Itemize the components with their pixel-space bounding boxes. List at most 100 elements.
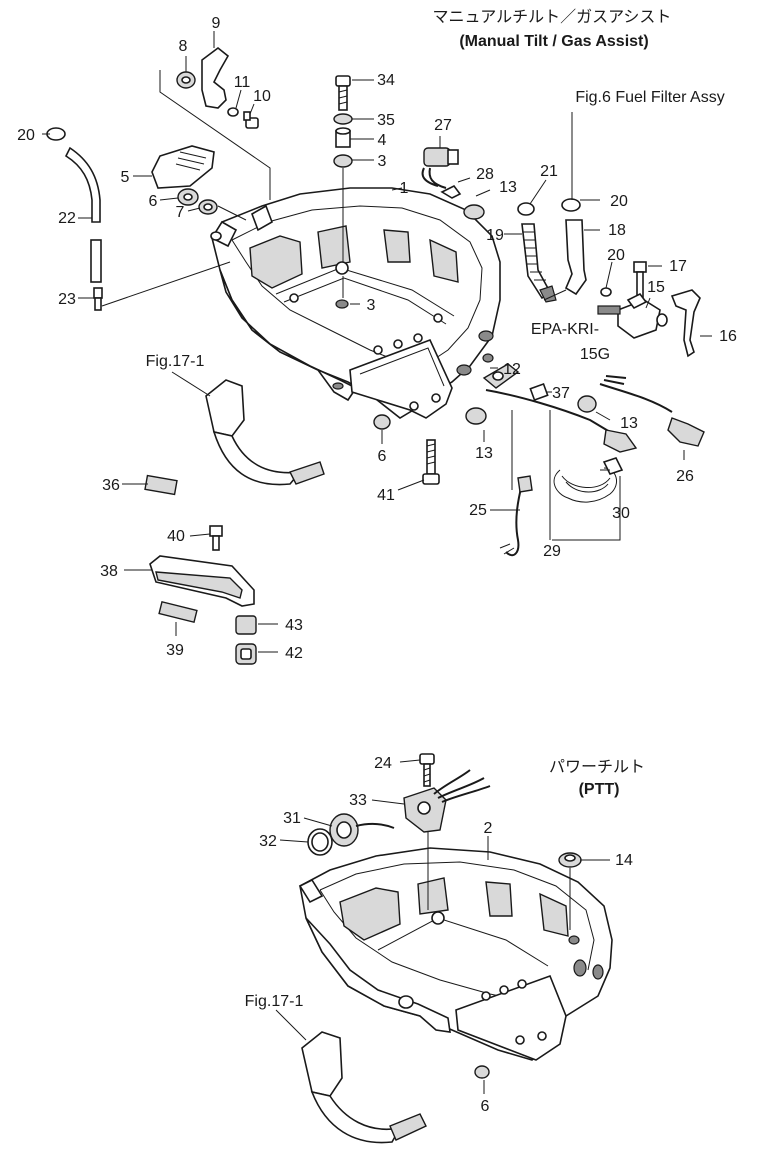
lower-cowl-ptt [298, 847, 613, 1061]
callout-22: 22 [58, 210, 76, 227]
callout-43: 43 [285, 617, 303, 634]
callout-8: 8 [179, 38, 188, 55]
callout-18: 18 [608, 222, 626, 239]
collar-14 [558, 852, 582, 868]
plug-13-right [577, 395, 597, 413]
ptt-title-en: (PTT) [579, 781, 620, 798]
label-37 [529, 382, 549, 402]
epa-label-line2: 15G [580, 346, 610, 363]
washer-11 [227, 107, 239, 117]
callout-15: 15 [647, 279, 665, 296]
callout-6-top: 6 [149, 193, 158, 210]
leader-lines [42, 31, 712, 1094]
manual-tilt-title-en: (Manual Tilt / Gas Assist) [459, 33, 648, 50]
clip-20-right [600, 287, 612, 297]
callout-20-mid: 20 [610, 193, 628, 210]
bolt-10 [243, 111, 259, 129]
clip-20-mid [561, 198, 581, 212]
clip-21 [517, 202, 535, 216]
callout-4: 4 [378, 132, 387, 149]
callout-3-lower: 3 [367, 297, 376, 314]
plug-13-lower [465, 407, 487, 425]
washer-35 [333, 113, 353, 125]
bolt-3-lower [335, 299, 349, 309]
plate-39 [158, 600, 198, 624]
callout-40: 40 [167, 528, 185, 545]
sensor-27 [421, 147, 459, 189]
fitting-23 [93, 287, 103, 311]
callout-29: 29 [543, 543, 561, 560]
grommet-12 [482, 363, 520, 389]
hose-22 [64, 146, 102, 283]
seal-8 [176, 71, 196, 89]
lever-5 [151, 145, 215, 189]
callout-41: 41 [377, 487, 395, 504]
callout-13-top: 13 [499, 179, 517, 196]
callout-35: 35 [377, 112, 395, 129]
callout-3-upper: 3 [378, 153, 387, 170]
harness-26 [599, 375, 705, 447]
callout-17: 17 [669, 258, 687, 275]
callout-38: 38 [100, 563, 118, 580]
callout-19: 19 [486, 227, 504, 244]
button-43 [235, 615, 257, 635]
lanyard-30 [553, 457, 624, 503]
callout-11: 11 [234, 74, 251, 91]
washer-6-bottom [474, 1065, 490, 1079]
callout-2: 2 [484, 820, 493, 837]
callout-39: 39 [166, 642, 184, 659]
oring-32 [307, 828, 333, 856]
callout-10: 10 [253, 88, 271, 105]
callout-21: 21 [540, 163, 558, 180]
bracket-16 [670, 289, 701, 358]
callout-1: 1 [400, 180, 409, 197]
callout-7: 7 [176, 204, 185, 221]
callouts: 1 2 3 3 4 5 6 6 6 7 8 9 10 11 12 13 13 1… [17, 15, 737, 1115]
callout-26: 26 [676, 468, 694, 485]
bolt-41 [422, 439, 440, 485]
bushing-6 [177, 188, 199, 206]
callout-31: 31 [283, 810, 301, 827]
tiller-bracket-top [205, 379, 325, 486]
callout-5: 5 [121, 169, 130, 186]
callout-6-bottom: 6 [481, 1098, 490, 1115]
callout-13-lower: 13 [475, 445, 493, 462]
callout-25: 25 [469, 502, 487, 519]
callout-36: 36 [102, 477, 120, 494]
callout-37: 37 [552, 385, 570, 402]
callout-27: 27 [434, 117, 452, 134]
callout-23: 23 [58, 291, 76, 308]
bolt-40 [209, 525, 223, 551]
callout-14: 14 [615, 852, 633, 869]
callout-33: 33 [349, 792, 367, 809]
fig-17-1-top: Fig.17-1 [146, 353, 205, 370]
callout-16: 16 [719, 328, 737, 345]
callout-13-right: 13 [620, 415, 638, 432]
callout-34: 34 [377, 72, 395, 89]
bolt-34 [335, 75, 351, 111]
tiller-bracket-bottom [301, 1031, 427, 1144]
callout-9: 9 [212, 15, 221, 32]
fuel-filter-reference: Fig.6 Fuel Filter Assy [575, 89, 724, 106]
callout-6-mid: 6 [378, 448, 387, 465]
hose-19 [521, 223, 557, 303]
grommet-3-upper [333, 154, 353, 168]
hook-9 [201, 46, 230, 109]
button-42 [235, 643, 257, 665]
epa-label-line1: EPA-KRI- [531, 321, 599, 338]
callout-20-left: 20 [17, 127, 35, 144]
lower-cowl-manual [210, 187, 501, 419]
washer-6-mid [373, 414, 391, 430]
collar-4 [335, 127, 351, 148]
manual-tilt-title-jp: マニュアルチルト／ガスアシスト [433, 8, 672, 26]
plug-13-top [463, 204, 485, 220]
grommet-33 [403, 769, 491, 833]
valve-15 [597, 292, 668, 339]
callout-12: 12 [503, 361, 521, 378]
fig-17-1-bottom: Fig.17-1 [245, 993, 304, 1010]
bracket-38 [149, 555, 255, 607]
callout-42: 42 [285, 645, 303, 662]
callout-32: 32 [259, 833, 277, 850]
bolt-24 [419, 753, 435, 787]
